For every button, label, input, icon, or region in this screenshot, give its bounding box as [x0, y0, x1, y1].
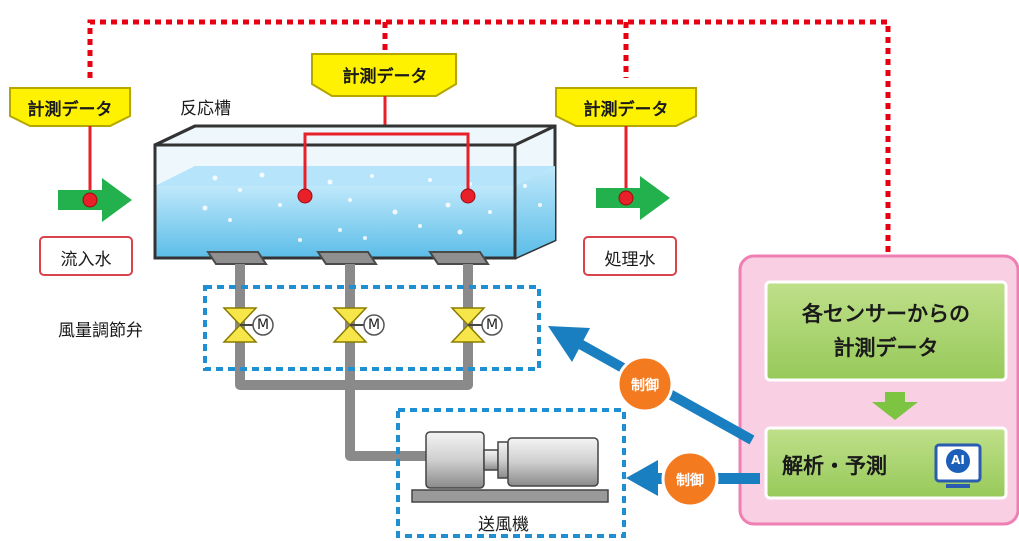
valve-group-dashed-box: [203, 285, 541, 371]
down-arrow-icon: [872, 392, 918, 420]
treated-water-label: 処理水: [604, 250, 656, 270]
measure-data-label-center: 計測データ: [342, 67, 428, 87]
blower-label: 送風機: [478, 515, 529, 535]
sensor-dots: [82, 188, 634, 208]
sensor-data-box: [764, 280, 1008, 382]
measure-data-label-right: 計測データ: [583, 100, 669, 120]
motor-label-1: M: [256, 317, 270, 333]
data-network-dotted-line: [87, 19, 891, 260]
air-valve-label: 風量調節弁: [58, 321, 143, 341]
blower-machine: [411, 431, 609, 503]
treated-label-box: [583, 236, 677, 276]
diffuser-plates: [206, 251, 490, 265]
callout-treated: [555, 87, 697, 196]
sensor-data-line2: 計測データ: [833, 336, 939, 360]
control-label-2: 制御: [676, 473, 704, 489]
motor-label-2: M: [367, 317, 381, 333]
air-bubbles: [202, 172, 542, 242]
inflow-label-box: [39, 236, 133, 276]
sensor-data-line1: 各センサーからの: [802, 302, 970, 326]
tank-sensor-lines: [303, 132, 470, 196]
control-badge-2: [661, 450, 719, 508]
ai-monitor-icon: [934, 443, 982, 488]
control-badge-1: [616, 355, 674, 413]
valve-2: [332, 307, 385, 343]
control-label-1: 制御: [631, 378, 659, 394]
valve-3: [450, 307, 503, 343]
valve-1: [222, 307, 274, 343]
air-pipes: [235, 264, 473, 461]
reaction-tank-label: 反応槽: [180, 99, 231, 119]
blower-dashed-box: [396, 408, 626, 538]
inflow-water-label: 流入水: [60, 250, 112, 270]
analysis-label: 解析・予測: [782, 454, 887, 478]
reaction-tank: [153, 124, 557, 260]
ai-label: AI: [951, 453, 965, 467]
callout-inflow: [9, 87, 131, 200]
valves: [222, 307, 503, 343]
motor-label-3: M: [485, 317, 499, 333]
measure-data-label-left: 計測データ: [27, 100, 113, 120]
